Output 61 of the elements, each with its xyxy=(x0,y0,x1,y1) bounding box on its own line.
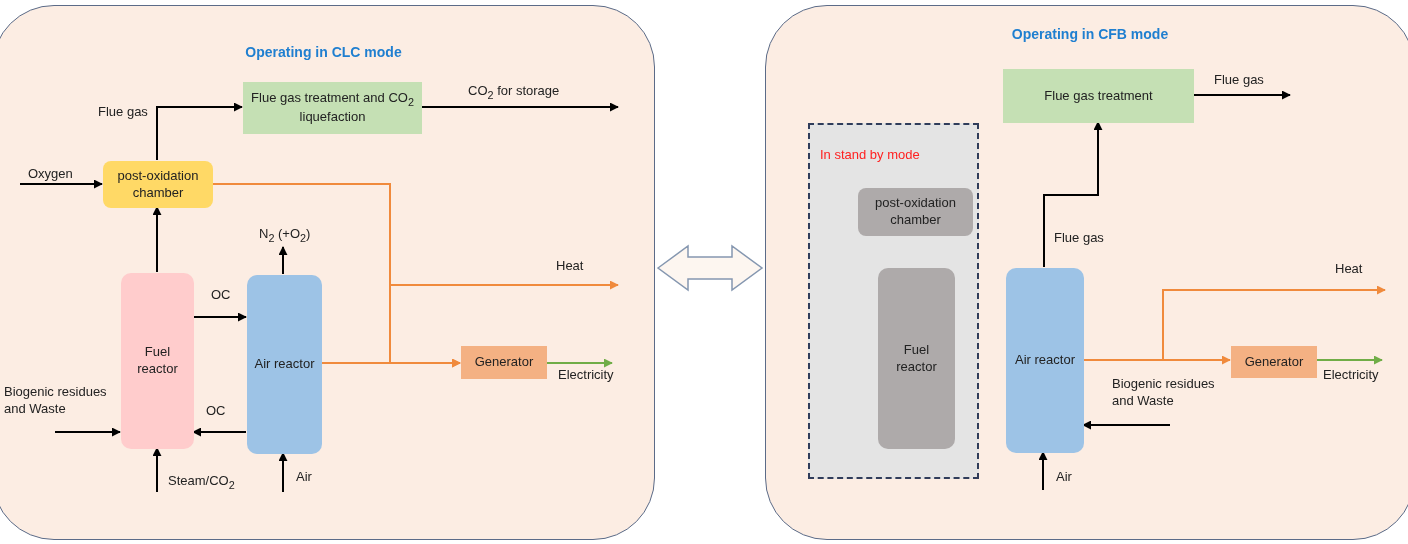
box-label: Flue gas treatment xyxy=(1044,87,1153,105)
box-label: Flue gas treatment and CO$_{2}$ liquefaction xyxy=(250,90,415,126)
edge-label: Heat xyxy=(1335,261,1363,278)
edge-label: Heat xyxy=(556,258,584,275)
edge-label: OC xyxy=(211,287,231,304)
arrow xyxy=(545,358,613,368)
process-box xyxy=(243,82,422,134)
arrow xyxy=(1038,451,1048,491)
edge-label: Electricity xyxy=(1323,367,1379,384)
arrow xyxy=(1043,121,1103,268)
edge-label: Air xyxy=(1056,469,1072,486)
edge-label: Electricity xyxy=(558,367,614,384)
box-label: Air reactor xyxy=(1015,352,1075,369)
arrow xyxy=(1315,355,1383,365)
arrow xyxy=(152,206,162,273)
reactor-column xyxy=(1006,268,1084,453)
box-label: Air reactor xyxy=(254,356,315,373)
arrow xyxy=(1082,420,1171,430)
box-label: Generator xyxy=(474,354,534,371)
box-label: Fuel reactor xyxy=(895,341,938,376)
arrow xyxy=(54,427,121,437)
arrow xyxy=(192,312,247,322)
edge-label: Oxygen xyxy=(28,166,73,183)
arrow xyxy=(278,246,288,275)
arrow xyxy=(156,102,243,161)
standby-group xyxy=(808,123,979,479)
mode-panel xyxy=(765,5,1408,540)
reactor-column xyxy=(878,268,955,449)
process-box xyxy=(1231,346,1317,378)
edge-label: CO$_{2}$ for storage xyxy=(468,83,560,102)
edge-label: Flue gas xyxy=(1214,72,1264,89)
arrow xyxy=(192,427,247,437)
box-label: Fuel reactor xyxy=(136,344,179,378)
edge-label: Air xyxy=(296,469,312,486)
process-box xyxy=(1003,69,1194,123)
status-label: In stand by mode xyxy=(820,147,920,162)
edge-label: N$_{2}$ (+O$_{2}$) xyxy=(259,226,311,245)
arrow xyxy=(278,452,288,493)
edge-label: Biogenic residues and Waste xyxy=(4,384,108,418)
panel-title: Operating in CFB mode xyxy=(1011,26,1169,42)
box-label: Generator xyxy=(1244,353,1304,371)
process-box xyxy=(461,346,547,379)
edge-label: Flue gas xyxy=(1054,230,1104,247)
process-box xyxy=(858,188,973,236)
edge-label: OC xyxy=(206,403,226,420)
process-box xyxy=(103,161,213,208)
arrow xyxy=(320,358,461,368)
edge-label: Biogenic residues and Waste xyxy=(1112,376,1216,410)
mode-panel xyxy=(0,5,655,540)
panel-title: Operating in CLC mode xyxy=(245,44,402,60)
edge-label: Flue gas xyxy=(98,104,148,121)
arrow xyxy=(19,179,103,189)
reactor-column xyxy=(121,273,194,449)
box-label: post-oxidation chamber xyxy=(874,195,957,229)
arrow xyxy=(420,102,619,112)
arrow xyxy=(1192,90,1291,100)
reactor-column xyxy=(247,275,322,454)
box-label: post-oxidation chamber xyxy=(116,167,200,202)
edge-label: Steam/CO$_{2}$ xyxy=(168,473,235,492)
double-arrow xyxy=(656,244,764,292)
arrow xyxy=(152,447,162,493)
